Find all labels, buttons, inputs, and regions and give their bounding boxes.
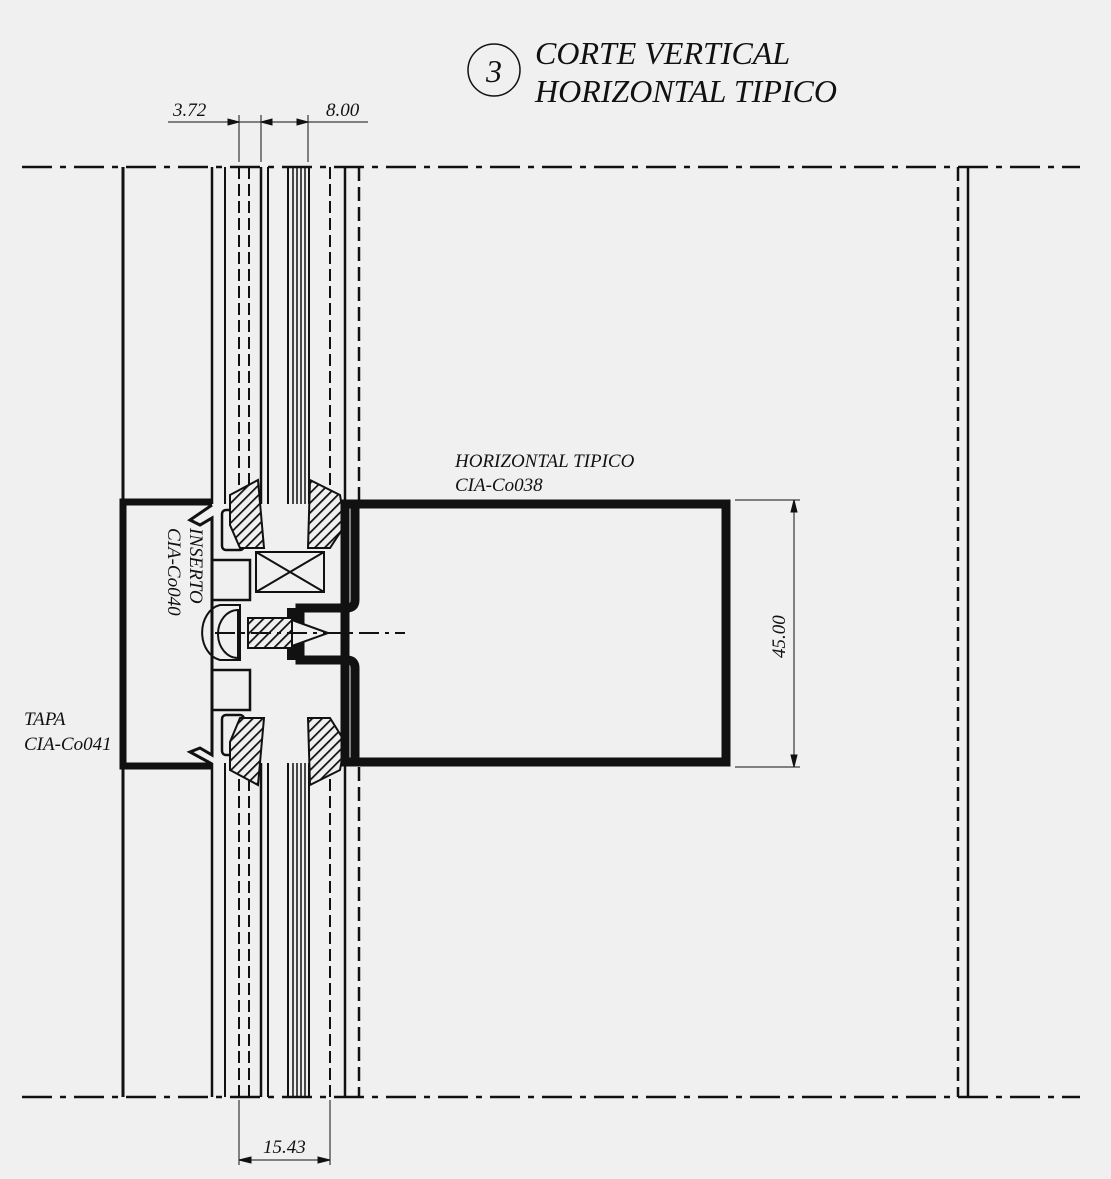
break-lines bbox=[22, 165, 1080, 1099]
dim-8-00: 8.00 bbox=[326, 100, 360, 121]
label-inserto-code: CIA-Co040 bbox=[163, 528, 184, 616]
label-tapa-code: CIA-Co041 bbox=[24, 734, 112, 755]
detail-number: 3 bbox=[485, 53, 502, 89]
label-inserto-name: INSERTO bbox=[185, 527, 206, 604]
dim-45-00: 45.00 bbox=[769, 615, 790, 658]
gaskets bbox=[229, 478, 347, 787]
label-horizontal-name: HORIZONTAL TIPICO bbox=[454, 451, 635, 472]
title-line-2: HORIZONTAL TIPICO bbox=[534, 73, 837, 109]
label-horizontal-code: CIA-Co038 bbox=[455, 475, 543, 496]
setting-block bbox=[255, 551, 325, 593]
tapa-profile bbox=[119, 498, 214, 770]
dim-3-72: 3.72 bbox=[172, 100, 207, 121]
label-tapa-name: TAPA bbox=[24, 709, 66, 730]
detail-number-circle bbox=[467, 43, 521, 97]
bottom-dimension bbox=[238, 1100, 331, 1165]
height-dimension bbox=[735, 499, 800, 768]
title-line-1: CORTE VERTICAL bbox=[535, 35, 790, 71]
dim-15-43: 15.43 bbox=[263, 1137, 306, 1158]
top-dimension bbox=[168, 115, 368, 162]
